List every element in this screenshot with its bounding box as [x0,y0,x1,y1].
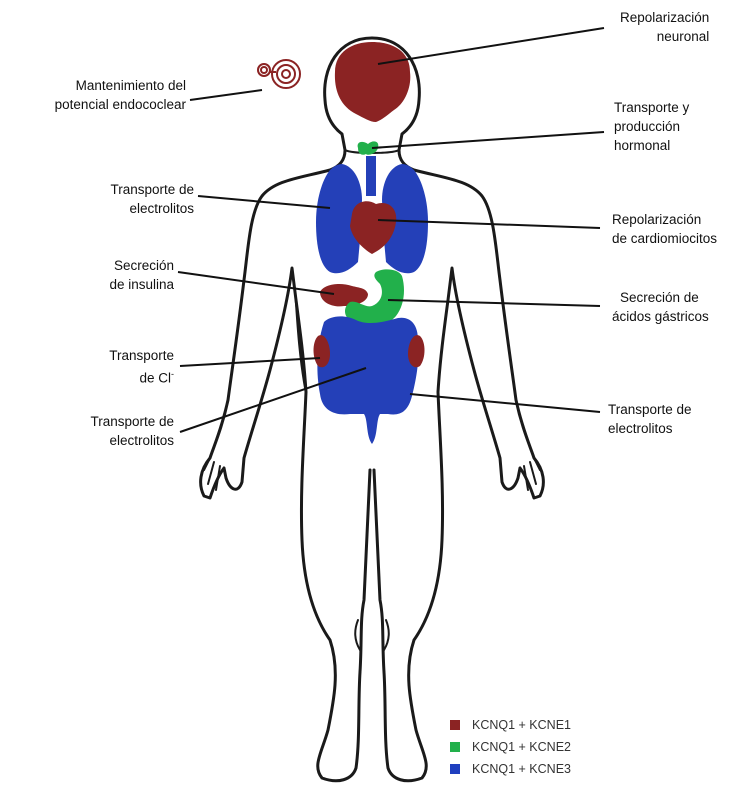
legend-swatch [450,720,460,730]
trachea-shape [366,156,376,196]
legend-item: KCNQ1 + KCNE3 [450,762,571,776]
legend-item: KCNQ1 + KCNE1 [450,718,571,732]
legend-item: KCNQ1 + KCNE2 [450,740,571,754]
legend-swatch [450,742,460,752]
cochlea-icon [258,60,300,88]
label-kidney: Transporte de Cl- [40,346,174,388]
legend-swatch [450,764,460,774]
brain-shape [335,42,410,122]
pancreas-shape [320,284,368,306]
